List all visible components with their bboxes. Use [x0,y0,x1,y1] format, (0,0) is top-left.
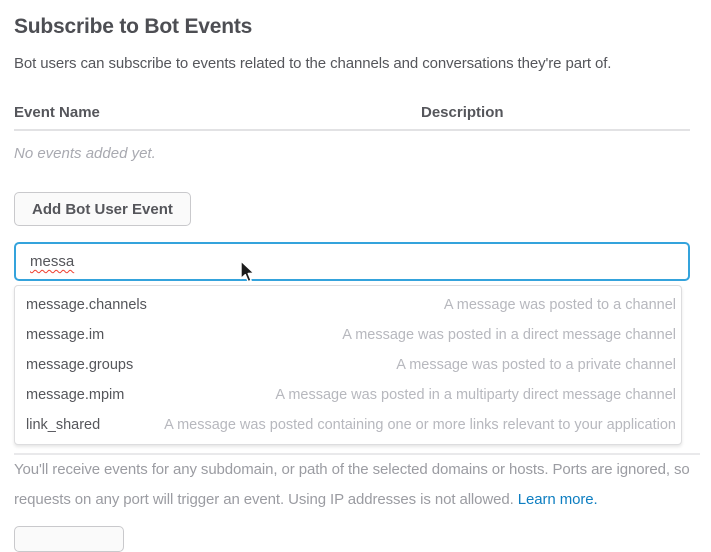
suggestion-event-name: message.groups [26,357,134,373]
suggestion-message-im[interactable]: message.im A message was posted in a dir… [15,320,681,350]
suggestion-event-description: A message was posted in a multiparty dir… [275,387,676,403]
suggestion-message-groups[interactable]: message.groups A message was posted to a… [15,350,681,380]
events-footer-note: You'll receive events for any subdomain,… [14,455,706,515]
suggestion-event-description: A message was posted containing one or m… [164,417,676,433]
suggestion-event-description: A message was posted to a private channe… [396,357,676,373]
partial-bottom-button[interactable] [14,526,124,552]
table-header-divider [14,129,690,131]
column-header-event-name: Event Name [14,104,100,121]
suggestion-event-description: A message was posted to a channel [443,297,676,313]
suggestion-event-description: A message was posted in a direct message… [342,327,676,343]
suggestion-message-channels[interactable]: message.channels A message was posted to… [15,290,681,320]
page-subtitle: Bot users can subscribe to events relate… [14,55,612,72]
subscribe-bot-events-page: Subscribe to Bot Events Bot users can su… [14,15,706,552]
page-title: Subscribe to Bot Events [14,15,253,38]
footer-note-line2: requests on any port will trigger an eve… [14,491,514,508]
empty-events-message: No events added yet. [14,145,156,162]
column-header-description: Description [421,104,504,121]
section-divider [14,453,700,455]
event-search-input-value: messa [30,253,75,270]
suggestion-event-name: message.channels [26,297,147,313]
add-bot-user-event-button[interactable]: Add Bot User Event [14,192,191,226]
event-search-input[interactable]: messa [14,242,690,281]
event-suggestions-dropdown: message.channels A message was posted to… [14,285,682,445]
suggestion-event-name: link_shared [26,417,101,433]
suggestion-event-name: message.mpim [26,387,125,403]
suggestion-message-mpim[interactable]: message.mpim A message was posted in a m… [15,380,681,410]
suggestion-event-name: message.im [26,327,105,343]
suggestion-link-shared[interactable]: link_shared A message was posted contain… [15,410,681,440]
learn-more-link[interactable]: Learn more. [517,491,598,508]
footer-note-line1: You'll receive events for any subdomain,… [14,461,690,478]
